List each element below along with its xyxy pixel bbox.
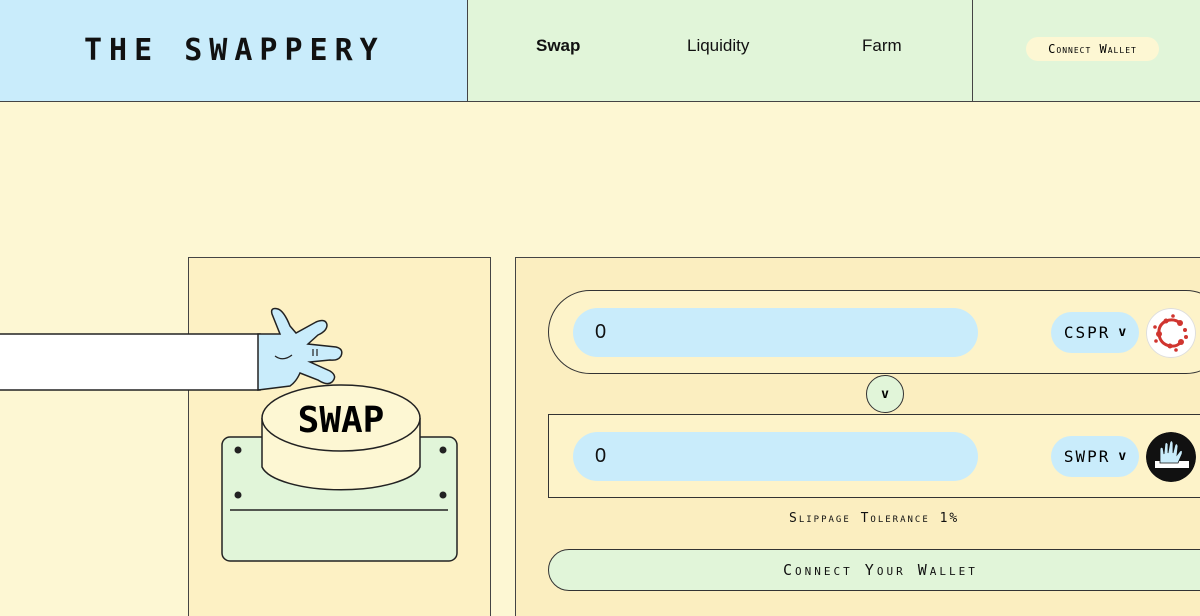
from-token-symbol: CSPR bbox=[1063, 323, 1111, 342]
to-token-select[interactable]: SWPR v bbox=[1051, 436, 1139, 477]
to-token-row: SWPR v bbox=[548, 414, 1200, 498]
switch-direction-button[interactable]: v bbox=[866, 375, 904, 413]
chevron-down-icon: v bbox=[1118, 325, 1127, 340]
slippage-tolerance-label: Slippage Tolerance 1% bbox=[789, 511, 960, 526]
nav-item-farm[interactable]: Farm bbox=[862, 36, 902, 55]
hand-illustration bbox=[0, 307, 343, 391]
from-token-select[interactable]: CSPR v bbox=[1051, 312, 1139, 353]
nav-item-liquidity[interactable]: Liquidity bbox=[687, 36, 750, 55]
top-header: THE SWAPPERY Swap Liquidity Farm Connect… bbox=[0, 0, 1200, 102]
casper-logo-icon bbox=[1146, 308, 1196, 358]
connect-your-wallet-button[interactable]: Connect Your Wallet bbox=[548, 549, 1200, 591]
main-nav: Swap Liquidity Farm bbox=[468, 0, 973, 101]
swappery-logo-icon bbox=[1146, 432, 1196, 482]
nav-item-swap[interactable]: Swap bbox=[536, 36, 581, 55]
swap-illustration: SWAP bbox=[0, 307, 458, 562]
to-token-symbol: SWPR bbox=[1063, 447, 1111, 466]
brand-logo-text[interactable]: THE SWAPPERY bbox=[84, 33, 385, 68]
wallet-cell: Connect Wallet bbox=[973, 0, 1200, 101]
connect-wallet-button[interactable]: Connect Wallet bbox=[1026, 37, 1159, 61]
chevron-down-icon: v bbox=[1118, 449, 1127, 464]
swap-button-illustration: SWAP bbox=[221, 384, 458, 562]
swap-panel: CSPR v v SWPR v bbox=[515, 257, 1200, 616]
brand-cell: THE SWAPPERY bbox=[0, 0, 468, 101]
to-amount-input[interactable] bbox=[573, 432, 978, 481]
from-token-row: CSPR v bbox=[548, 290, 1200, 374]
from-amount-input[interactable] bbox=[573, 308, 978, 357]
swap-illustration-label: SWAP bbox=[298, 400, 385, 441]
